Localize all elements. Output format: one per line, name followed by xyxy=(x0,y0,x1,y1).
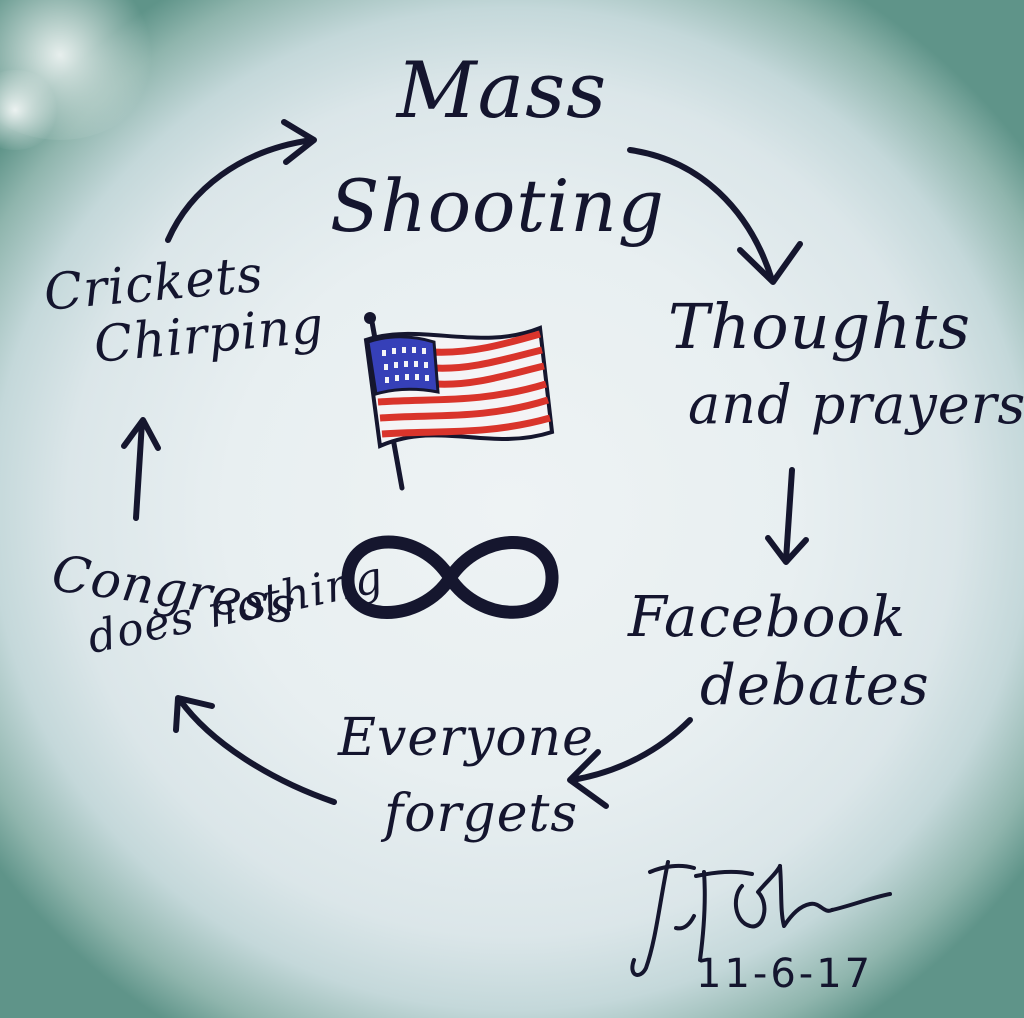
node-mass-shooting: Mass xyxy=(352,52,652,130)
node-label-line: Shooting xyxy=(330,164,665,248)
node-everyone-forgets-line2: forgets xyxy=(384,788,578,840)
node-label-line: Everyone xyxy=(338,708,594,768)
signature-date: 11-6-17 xyxy=(696,951,874,997)
edge-arrow xyxy=(121,417,161,521)
node-facebook-debates: Facebook xyxy=(628,590,906,646)
node-label-line: Mass xyxy=(396,46,608,136)
edge-arrow xyxy=(173,695,337,805)
node-label-line: forgets xyxy=(384,784,579,844)
node-everyone-forgets: Everyone xyxy=(338,712,594,764)
infinity-icon xyxy=(341,535,559,619)
node-label-line: debates xyxy=(700,653,930,718)
node-label-line: Thoughts xyxy=(668,290,971,363)
us-flag-icon xyxy=(363,312,555,491)
node-thoughts-and-prayers: Thoughts xyxy=(668,296,971,358)
node-label-line: Facebook xyxy=(628,585,907,650)
edge-arrow xyxy=(165,119,317,243)
edge-arrow xyxy=(627,147,803,285)
node-label-line: and prayers xyxy=(688,373,1024,436)
node-facebook-debates-line2: debates xyxy=(700,658,930,714)
node-thoughts-and-prayers-line2: and prayers xyxy=(688,378,1024,432)
node-mass-shooting-line2: Shooting xyxy=(330,170,665,242)
edge-arrow xyxy=(567,717,693,809)
edge-arrow xyxy=(765,467,809,565)
signature-mark xyxy=(630,860,892,977)
